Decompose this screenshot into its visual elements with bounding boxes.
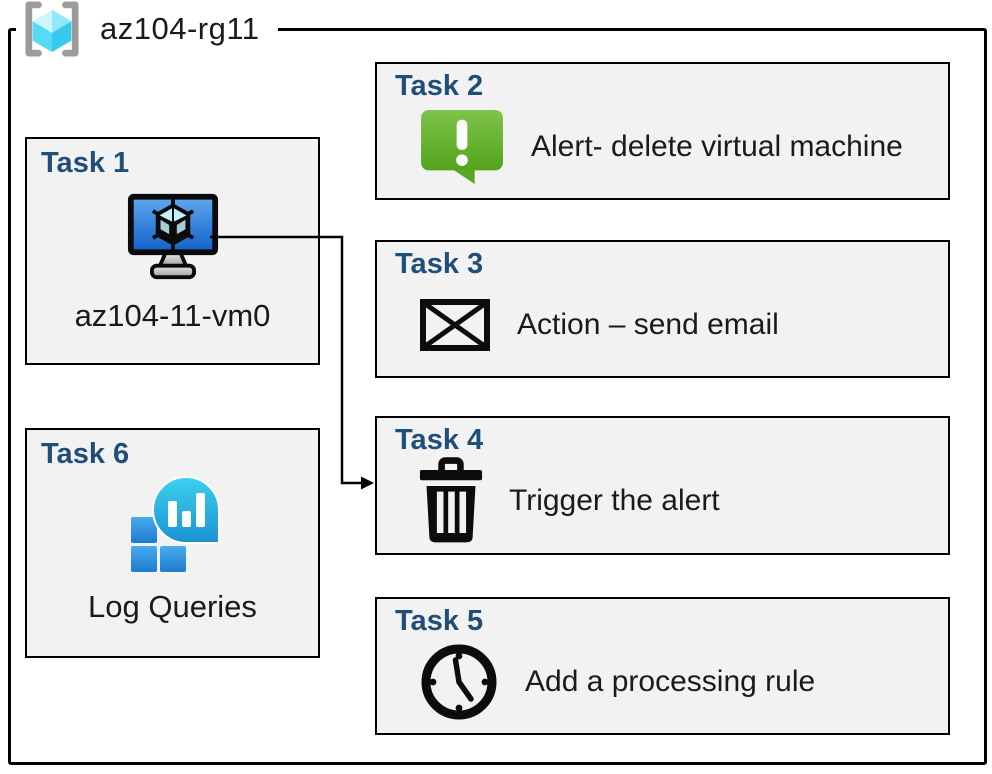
log-queries-icon	[130, 476, 220, 573]
task2-title: Task 2	[395, 70, 484, 102]
task6-title: Task 6	[41, 438, 130, 470]
clock-icon	[421, 644, 497, 720]
trash-icon	[419, 457, 483, 543]
task4-content: Trigger the alert	[419, 457, 948, 553]
resource-group-header: az104-rg11	[16, 0, 278, 58]
resource-group-name: az104-rg11	[100, 11, 260, 46]
virtual-machine-icon	[127, 194, 218, 280]
task4-box: Task 4 Trigger the alert	[375, 416, 950, 555]
task3-title: Task 3	[395, 248, 484, 280]
task5-label: Add a processing rule	[525, 664, 816, 698]
task2-label: Alert- delete virtual machine	[531, 129, 903, 163]
alert-message-icon	[421, 109, 503, 184]
email-envelope-icon	[420, 298, 490, 351]
resource-group-icon	[25, 1, 79, 57]
task1-title: Task 1	[41, 147, 130, 179]
task6-label: Log Queries	[88, 589, 257, 625]
task6-box: Task 6 Log Queries	[25, 428, 320, 658]
task5-title: Task 5	[395, 605, 484, 637]
task4-label: Trigger the alert	[509, 484, 720, 518]
task1-box: Task 1 az104-11-vm0	[25, 137, 320, 365]
task1-label: az104-11-vm0	[74, 298, 271, 334]
task4-title: Task 4	[395, 424, 484, 456]
task5-content: Add a processing rule	[419, 638, 948, 733]
task3-content: Action – send email	[419, 281, 948, 376]
resource-group-frame	[8, 28, 987, 765]
task3-label: Action – send email	[517, 307, 779, 341]
task2-box: Task 2 Alert- delete virtual machine	[375, 62, 950, 200]
task3-box: Task 3 Action – send email	[375, 240, 950, 378]
task2-content: Alert- delete virtual machine	[419, 103, 948, 198]
task5-box: Task 5 Add a processing rule	[375, 597, 950, 735]
